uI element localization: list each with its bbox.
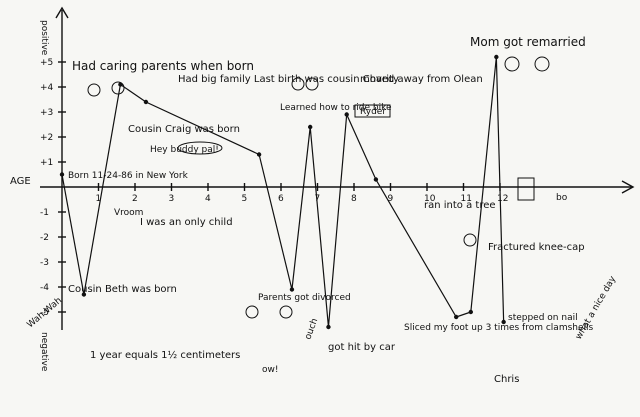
label-cousin-beth: Cousin Beth was born [68, 284, 177, 295]
bike-wheel-icon-2 [305, 77, 319, 91]
label-ow: ow! [262, 365, 278, 375]
y-axis-negative-label: negative [39, 332, 49, 372]
series-point [373, 177, 379, 182]
series-point [501, 319, 506, 325]
x-tick-label: 8 [351, 194, 357, 204]
series-point [308, 124, 313, 130]
y-tick-label: -1 [40, 208, 49, 218]
label-buddy: Hey buddy pal! [150, 145, 219, 155]
y-tick-label: +3 [40, 108, 53, 118]
series-point [454, 314, 459, 320]
x-tick-label: 3 [169, 194, 175, 204]
series-point [289, 287, 295, 292]
label-vroom: Vroom [114, 208, 143, 218]
y-tick-group: +5 +4 +3 +2 +1 -1 -2 -3 -4 -5 [40, 58, 66, 318]
label-bike: Learned how to ride bike [280, 103, 392, 113]
series-point [494, 54, 499, 60]
series-point [256, 152, 262, 157]
face-icon [87, 83, 101, 97]
label-cousin-craig: Cousin Craig was born [128, 124, 240, 135]
life-line-series [59, 54, 506, 330]
label-nail: stepped on nail [508, 313, 578, 323]
y-axis-arrow [55, 6, 69, 19]
label-born: Born 11-24-86 in New York [68, 171, 189, 181]
sad-face-icon-3 [463, 233, 477, 247]
label-ryder: Ryder [360, 107, 386, 117]
label-wah: Wah-Wah [26, 296, 65, 331]
sad-face-icon-2 [279, 305, 293, 319]
label-divorced: Parents got divorced [258, 293, 351, 303]
x-axis-arrow [621, 180, 635, 194]
y-tick-label: +1 [40, 158, 53, 168]
label-knee: Fractured knee-cap [488, 242, 585, 253]
y-tick-label: -3 [40, 258, 49, 268]
car-doodle [177, 141, 223, 155]
y-tick-label: -5 [40, 308, 49, 318]
x-tick-label: 9 [388, 194, 394, 204]
signature: Chris [494, 374, 519, 385]
face-icon-2 [111, 81, 125, 95]
scale-note: 1 year equals 1½ centimeters [90, 349, 240, 361]
truck-doodle [354, 104, 391, 118]
label-caring: Had caring parents when born [72, 59, 254, 73]
x-tick-label: 11 [461, 194, 472, 204]
x-tick-label: 5 [242, 194, 248, 204]
bike-wheel-icon [291, 77, 305, 91]
label-only-child: I was an only child [140, 217, 233, 228]
x-tick-label: 6 [278, 194, 284, 204]
series-point [143, 99, 149, 105]
y-axis-positive-label: positive [39, 20, 49, 56]
y-tick-label: +4 [40, 83, 54, 93]
label-nice-day: what a nice day [574, 274, 619, 341]
tree-doodle [517, 177, 535, 201]
x-tick-label: 12 [497, 194, 508, 204]
series-point [468, 309, 473, 315]
label-remarried: Mom got remarried [470, 35, 586, 49]
x-axis-title: AGE [10, 176, 31, 187]
y-tick-label: -2 [40, 233, 49, 243]
label-olean: moved away from Olean [360, 74, 483, 85]
x-tick-label: 2 [132, 194, 138, 204]
sad-face-icon [245, 305, 259, 319]
y-tick-label: +2 [40, 133, 53, 143]
groom-face-icon [534, 56, 550, 72]
x-tick-label: 4 [205, 194, 211, 204]
series-point [344, 112, 349, 117]
x-tick-label: 1 [96, 194, 102, 204]
label-car: got hit by car [328, 342, 396, 353]
bride-face-icon [504, 56, 520, 72]
series-point [326, 324, 331, 330]
label-tree: ran into a tree [424, 200, 496, 211]
y-tick-label: +5 [40, 58, 53, 68]
label-foot: Sliced my foot up 3 times from clamshell… [404, 323, 594, 333]
series-line [61, 56, 505, 328]
label-bo: bo [556, 193, 568, 203]
label-big-family: Had big family Last birth was cousin Cha… [178, 74, 399, 85]
y-tick-label: -4 [40, 283, 49, 293]
label-ouch: ouch [303, 317, 320, 341]
series-point [59, 172, 65, 177]
x-tick-label: 10 [424, 194, 436, 204]
series-point [81, 292, 87, 297]
